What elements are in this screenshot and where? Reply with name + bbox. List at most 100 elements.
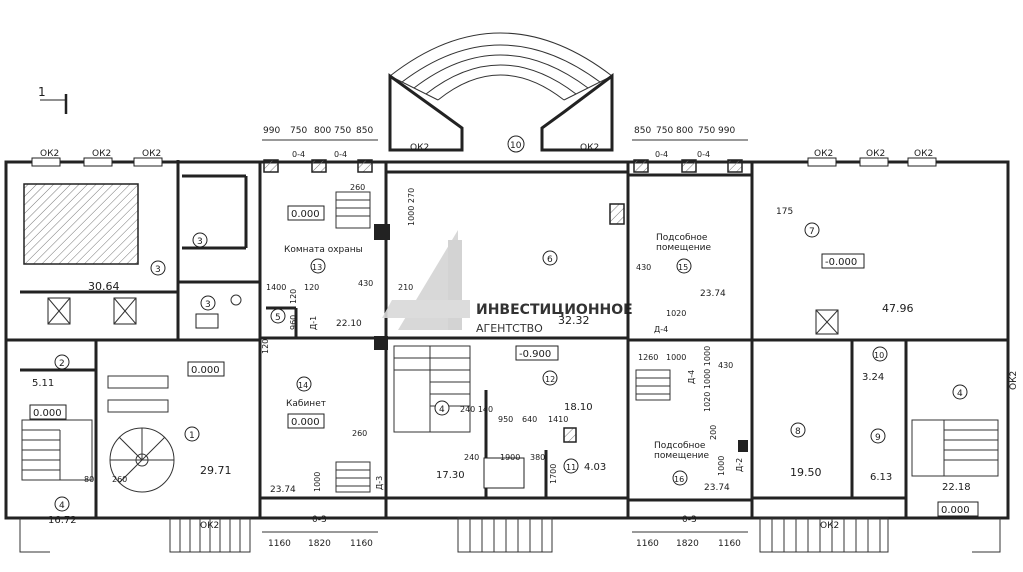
svg-text:1000: 1000: [717, 456, 726, 476]
svg-text:1020: 1020: [666, 309, 686, 318]
stair-small-16: [635, 369, 671, 401]
svg-text:-0.900: -0.900: [519, 349, 551, 360]
svg-text:помещение: помещение: [656, 243, 711, 253]
svg-text:640: 640: [522, 415, 537, 424]
axis-label: 0-4: [292, 150, 305, 159]
svg-text:1160: 1160: [350, 539, 373, 549]
svg-text:ОК2: ОК2: [92, 149, 111, 159]
svg-text:1820: 1820: [308, 539, 331, 549]
dimension-string-bottom-right: 0-3 1160 1820 1160: [632, 515, 748, 549]
svg-text:17.30: 17.30: [436, 470, 465, 481]
svg-text:1: 1: [189, 431, 195, 441]
svg-text:1410: 1410: [548, 415, 568, 424]
svg-text:750: 750: [290, 126, 307, 136]
svg-text:120: 120: [261, 339, 270, 354]
svg-text:16: 16: [674, 475, 684, 484]
svg-text:200: 200: [709, 425, 718, 440]
svg-text:1700: 1700: [549, 464, 558, 484]
svg-text:1820: 1820: [676, 539, 699, 549]
svg-text:16.72: 16.72: [48, 515, 77, 526]
svg-text:750: 750: [656, 126, 673, 136]
svg-text:0-3: 0-3: [312, 515, 327, 525]
svg-text:0-3: 0-3: [682, 515, 697, 525]
svg-text:1000 270: 1000 270: [407, 188, 416, 226]
svg-text:19.50: 19.50: [790, 466, 822, 479]
svg-text:32.32: 32.32: [558, 314, 590, 327]
svg-text:22.18: 22.18: [942, 482, 971, 493]
svg-text:1400: 1400: [266, 283, 286, 292]
axis-label: 0-4: [334, 150, 347, 159]
svg-text:1160: 1160: [718, 539, 741, 549]
svg-text:80: 80: [84, 475, 94, 484]
svg-text:11: 11: [566, 463, 576, 472]
svg-text:1000: 1000: [666, 353, 686, 362]
svg-text:23.74: 23.74: [700, 289, 726, 299]
svg-text:47.96: 47.96: [882, 302, 914, 315]
svg-text:6: 6: [547, 255, 553, 265]
stair-bottom-14: [335, 461, 371, 493]
stair-right: [911, 419, 999, 477]
watermark-logo: ИНВЕСТИЦИОННОЕ АГЕНТСТВО: [382, 230, 633, 335]
svg-text:Подсобное: Подсобное: [656, 233, 708, 243]
svg-text:380: 380: [530, 453, 545, 462]
shafts: [47, 294, 839, 489]
svg-text:22.10: 22.10: [336, 319, 362, 329]
svg-text:1160: 1160: [268, 539, 291, 549]
svg-text:430: 430: [718, 361, 733, 370]
stair-small-13: [335, 191, 371, 229]
window-label-right: ОК2: [1009, 371, 1019, 390]
svg-text:ОК2: ОК2: [820, 521, 839, 531]
svg-text:4: 4: [59, 501, 65, 511]
dimension-string-bottom-left: 0-3 1160 1820 1160: [262, 515, 378, 549]
svg-text:Д-2: Д-2: [735, 458, 744, 472]
section-marker: 1: [38, 85, 68, 114]
svg-text:990: 990: [718, 126, 735, 136]
dimension-string-top-right: 850 750 800 750 990: [632, 126, 748, 141]
svg-text:3.24: 3.24: [862, 372, 884, 383]
svg-text:850: 850: [356, 126, 373, 136]
svg-text:3: 3: [155, 265, 161, 275]
svg-text:8: 8: [795, 427, 801, 437]
stair-center: [393, 345, 471, 433]
svg-text:18.10: 18.10: [564, 402, 593, 413]
svg-text:800: 800: [314, 126, 331, 136]
svg-text:0.000: 0.000: [291, 417, 320, 428]
svg-text:750: 750: [334, 126, 351, 136]
svg-text:120: 120: [304, 283, 319, 292]
svg-text:6.13: 6.13: [870, 472, 892, 483]
svg-text:990: 990: [263, 126, 280, 136]
room-numbers: 1 2 3 3 3 4 5 6 7 8 9 10 4 11 12 4 13 14…: [54, 222, 968, 512]
svg-text:23.74: 23.74: [704, 483, 730, 493]
svg-text:3: 3: [205, 300, 211, 310]
windows-top: ОК2 ОК2 ОК2 ОК2 ОК2 ОК2: [31, 149, 937, 173]
svg-text:1: 1: [38, 85, 46, 99]
svg-text:0.000: 0.000: [941, 505, 970, 516]
svg-text:29.71: 29.71: [200, 464, 232, 477]
svg-text:260: 260: [112, 475, 127, 484]
svg-text:850: 850: [634, 126, 651, 136]
interior-walls: [6, 162, 1008, 518]
svg-text:1160: 1160: [636, 539, 659, 549]
svg-text:430: 430: [358, 279, 373, 288]
svg-text:помещение: помещение: [654, 451, 709, 461]
svg-text:ОК2: ОК2: [200, 521, 219, 531]
svg-text:260: 260: [352, 429, 367, 438]
svg-text:10: 10: [874, 351, 884, 360]
svg-text:4.03: 4.03: [584, 462, 606, 473]
svg-text:3: 3: [197, 237, 203, 247]
svg-text:ОК2: ОК2: [866, 149, 885, 159]
columns: [374, 203, 748, 452]
svg-text:260: 260: [350, 183, 365, 192]
svg-text:1000: 1000: [313, 472, 322, 492]
svg-text:4: 4: [439, 405, 445, 415]
svg-text:ОК2: ОК2: [814, 149, 833, 159]
svg-text:7: 7: [809, 227, 815, 237]
svg-text:13: 13: [312, 263, 322, 272]
svg-text:Комната охраны: Комната охраны: [284, 245, 363, 255]
svg-text:-0.000: -0.000: [825, 257, 857, 268]
watermark-text-1: ИНВЕСТИЦИОННОЕ: [476, 302, 633, 318]
svg-text:Д-3: Д-3: [375, 476, 384, 490]
svg-text:ОК2: ОК2: [410, 143, 429, 153]
svg-text:Подсобное: Подсобное: [654, 441, 706, 451]
hatched-pool: [23, 183, 139, 265]
